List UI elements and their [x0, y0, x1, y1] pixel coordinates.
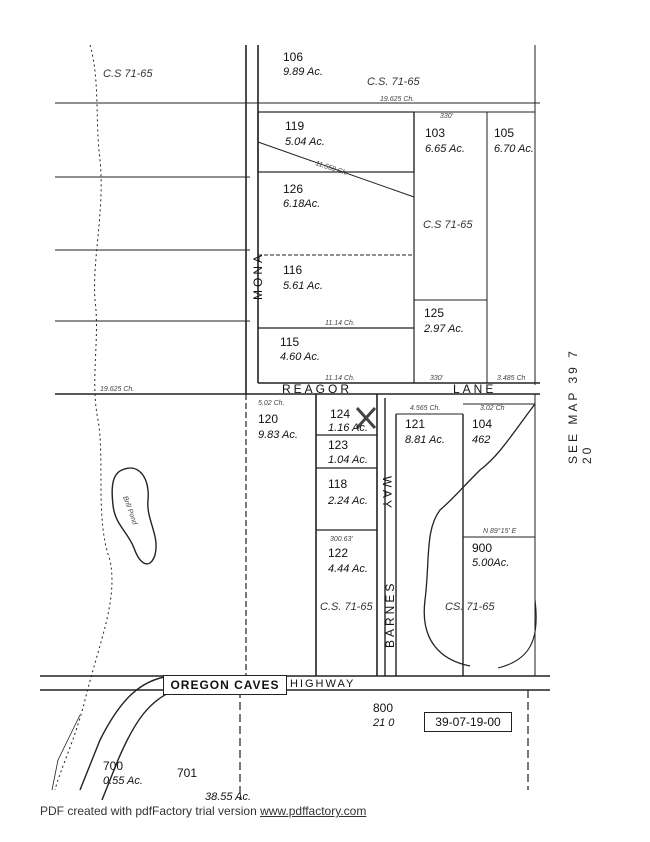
highway-label: HIGHWAY	[290, 678, 356, 690]
measurement: 11.14 Ch.	[325, 320, 355, 327]
parcel-id: 121	[405, 417, 425, 431]
see-map-reference: SEE MAP 39 7 20	[566, 348, 594, 464]
parcel-id: 104	[472, 417, 492, 431]
parcel-119	[257, 111, 415, 173]
parcel-acres: 5.61 Ac.	[283, 280, 323, 292]
parcel-id: 119	[285, 119, 304, 133]
parcel-id: 123	[328, 438, 348, 452]
road-label-reagor: REAGOR	[282, 382, 352, 396]
parcel-acres: 21 0	[372, 717, 395, 729]
parcel-id: 120	[258, 412, 278, 426]
parcel-acres: 2.24 Ac.	[327, 495, 368, 507]
measurement: 330'	[430, 375, 444, 382]
measurement: 4.565 Ch.	[410, 405, 440, 412]
pdf-footer: PDF created with pdfFactory trial versio…	[40, 804, 366, 818]
highway-curve	[79, 675, 171, 791]
parcel-acres: 6.70 Ac.	[494, 143, 534, 155]
parcel-acres: 6.65 Ac.	[425, 143, 465, 155]
survey-ref: C.S. 71-65	[367, 76, 420, 88]
road-label-barnes: BARNES	[383, 581, 397, 648]
parcel-id: 700	[103, 759, 123, 773]
parcel-id: 106	[283, 50, 303, 64]
survey-ref: C.S 71-65	[103, 68, 153, 80]
measurement: 330'	[440, 113, 454, 120]
parcel-acres: 9.89 Ac.	[283, 66, 323, 78]
parcel-id: 103	[425, 126, 445, 140]
parcel-id: 116	[283, 263, 302, 277]
parcel-id: 115	[280, 335, 299, 349]
brill-pond	[111, 467, 157, 565]
left-edge-line	[51, 714, 81, 791]
parcel-id: 900	[472, 541, 492, 555]
road-label-mona: MONA	[251, 252, 265, 300]
parcel-acres: 8.81 Ac.	[405, 434, 445, 446]
parcel-acres: 1.04 Ac.	[328, 454, 368, 466]
parcel-acres: 9.83 Ac.	[258, 429, 298, 441]
parcel-acres: 4.60 Ac.	[280, 351, 320, 363]
measurement: N 89°15' E	[483, 527, 517, 535]
parcel-acres: 38.55 Ac.	[205, 791, 251, 803]
road-label-lane: LANE	[453, 382, 496, 396]
parcel-acres: 462	[472, 434, 490, 446]
parcel-id: 122	[328, 546, 348, 560]
parcel-id: 800	[373, 701, 393, 715]
footer-link[interactable]: www.pdffactory.com	[260, 804, 367, 818]
parcel-id: 701	[177, 766, 197, 780]
measurement: 3.02 Ch	[480, 405, 505, 412]
measurement: 19.625 Ch.	[100, 386, 134, 393]
pond-label: Brill Pond	[121, 495, 138, 527]
parcel-id: 126	[283, 182, 303, 196]
diagonal-line	[257, 141, 415, 198]
map-number-box: 39-07-19-00	[424, 712, 512, 732]
creek-line	[54, 44, 113, 791]
survey-ref: C.S. 71-65	[320, 601, 373, 613]
measurement: 5.02 Ch.	[258, 400, 285, 407]
parcel-id: 124	[330, 407, 350, 421]
parcel-acres: 0.55 Ac.	[103, 775, 143, 787]
parcel-acres: 6.18Ac.	[283, 198, 320, 210]
measurement: 11.14 Ch.	[325, 375, 355, 382]
parcel-acres: 5.00Ac.	[472, 557, 509, 569]
x-mark	[355, 406, 377, 430]
parcel-id: 105	[494, 126, 514, 140]
measurement: 3.485 Ch	[497, 375, 526, 382]
survey-ref: C.S 71-65	[423, 219, 473, 231]
measurement: 19.625 Ch.	[380, 96, 414, 103]
parcel-acres: 4.44 Ac.	[328, 563, 368, 575]
creek-line	[423, 403, 536, 667]
parcel-acres: 1.16 Ac.	[328, 422, 368, 434]
road-label-way: WAY	[380, 476, 394, 511]
creek-line	[497, 599, 537, 669]
parcel-id: 118	[328, 477, 347, 491]
measurement: 11.558 Ch.	[314, 160, 348, 177]
parcel-acres: 2.97 Ac.	[423, 323, 464, 335]
measurement: 300.63'	[330, 536, 353, 543]
survey-ref: CS. 71-65	[445, 601, 495, 613]
parcel-id: 125	[424, 306, 444, 320]
oregon-caves-label: OREGON CAVES	[163, 675, 287, 695]
footer-text: PDF created with pdfFactory trial versio…	[40, 804, 261, 818]
parcel-acres: 5.04 Ac.	[285, 136, 325, 148]
